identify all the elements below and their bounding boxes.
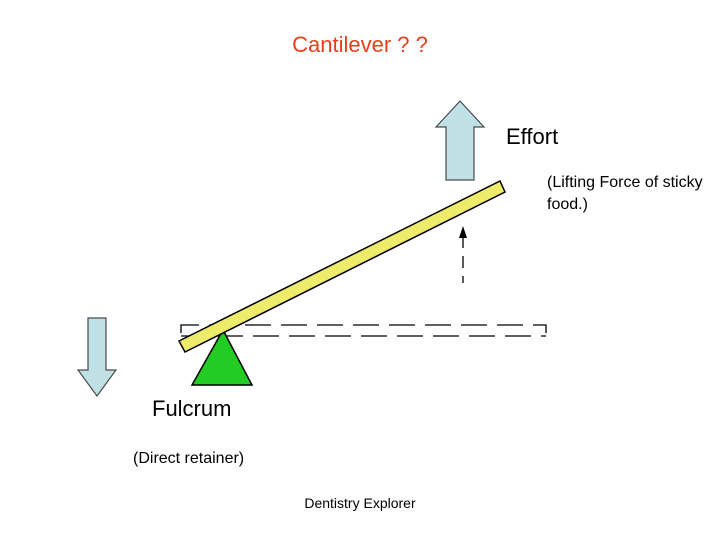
down-arrow	[76, 317, 118, 398]
effort-description: (Lifting Force of sticky food.)	[547, 174, 703, 213]
effort-label: Effort	[506, 124, 559, 149]
force-indicator-arrowhead	[459, 226, 467, 238]
fulcrum-description: (Direct retainer)	[133, 450, 245, 467]
fulcrum-triangle	[190, 328, 254, 386]
effort-up-arrow	[434, 100, 486, 181]
lever-beam	[177, 179, 506, 353]
fulcrum-label: Fulcrum	[152, 396, 232, 421]
footer-source: Dentistry Explorer	[304, 495, 416, 511]
page-title: Cantilever ? ?	[292, 32, 428, 57]
reference-dashed-line	[180, 324, 547, 337]
